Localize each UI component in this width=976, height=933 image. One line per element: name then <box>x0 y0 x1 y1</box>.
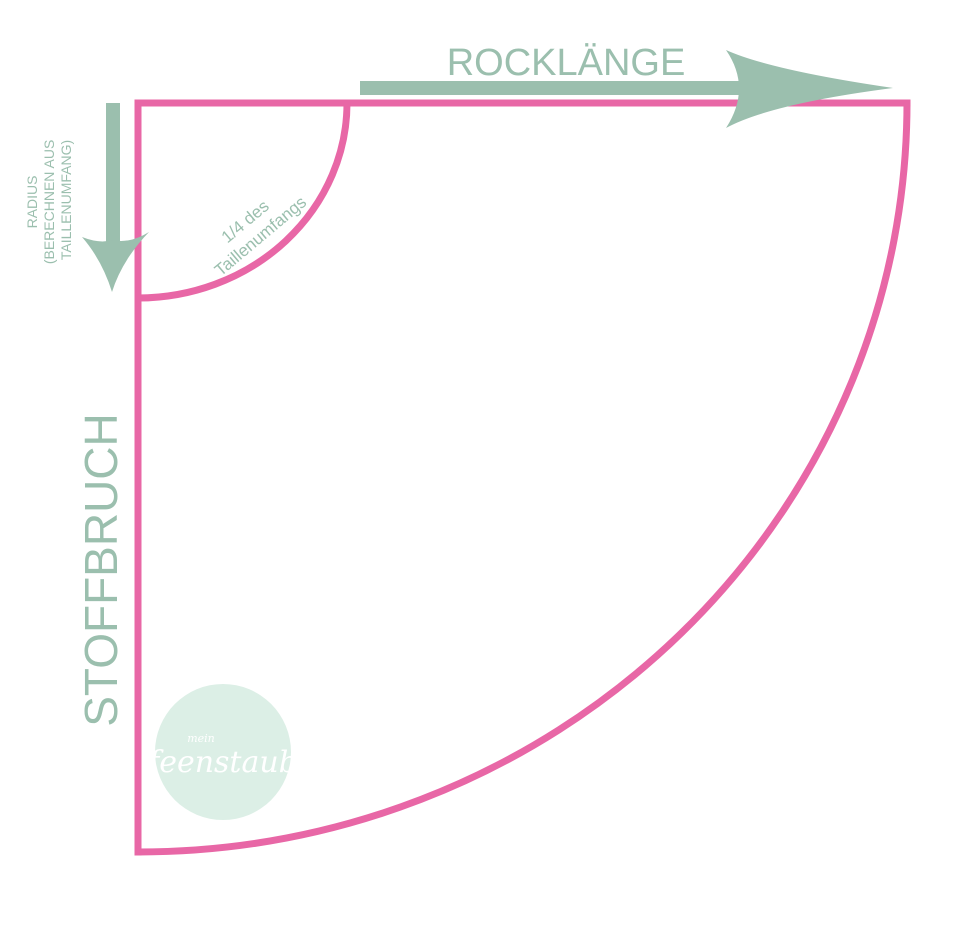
pattern-hem-arc <box>134 99 911 856</box>
radius-label-line-2: (BERECHNEN AUS <box>41 140 57 264</box>
radius-label-line-1: RADIUS <box>24 175 40 228</box>
rocklaenge-arrow <box>360 50 893 128</box>
logo: mein feenstaub <box>146 684 298 820</box>
logo-circle <box>155 684 291 820</box>
logo-small-text: mein <box>187 732 215 745</box>
logo-main-text: feenstaub <box>146 745 298 780</box>
rocklaenge-label: ROCKLÄNGE <box>447 42 686 84</box>
radius-label: RADIUS (BERECHNEN AUS TAILLENUMFANG) <box>24 136 74 264</box>
radius-label-line-3: TAILLENUMFANG) <box>58 140 74 260</box>
radius-arrow <box>82 103 149 292</box>
stoffbruch-label: STOFFBRUCH <box>75 413 127 727</box>
waist-arc <box>134 99 351 302</box>
